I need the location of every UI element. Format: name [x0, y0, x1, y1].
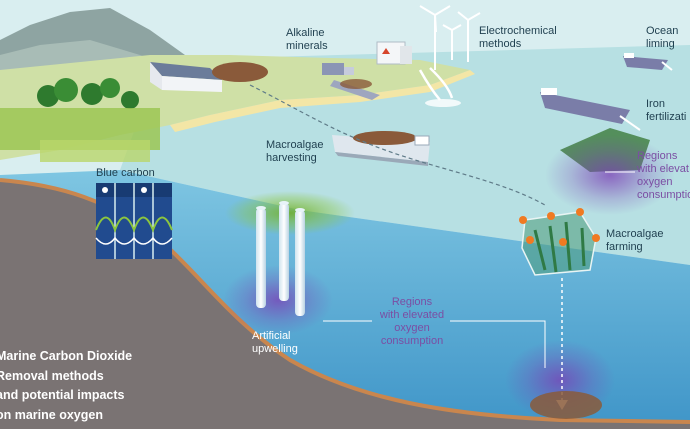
seafloor: [0, 180, 690, 429]
algae-farm-cage: [519, 208, 600, 276]
harvesting-boat: [332, 131, 430, 166]
label-macroalgae-farming: Macroalgae farming: [606, 228, 664, 253]
sun-icon: [141, 187, 147, 193]
label-regions-right: Regions with elevat oxygen consumptio: [637, 150, 690, 201]
leader-lines: [323, 171, 635, 368]
blue-carbon-panels: [95, 183, 173, 259]
label-blue-carbon: Blue carbon: [96, 167, 155, 179]
upwelling-tubes: [256, 201, 305, 316]
transport-path: [249, 84, 546, 206]
label-regions-center: Regions with elevated oxygen consumption: [379, 296, 445, 347]
label-artificial-upwelling: Artificial upwelling: [252, 330, 298, 355]
algal-bloom: [225, 191, 355, 235]
label-ocean-liming: Ocean liming: [646, 25, 679, 50]
iron-ship: [540, 88, 641, 131]
discharge-pipes: [418, 67, 454, 101]
beach: [170, 70, 475, 132]
mineral-truck: [322, 63, 380, 100]
label-macroalgae-harvesting: Macroalgae harvesting: [266, 139, 324, 164]
hypoxia-region-iron: [545, 135, 675, 215]
liming-ship: [623, 53, 673, 71]
label-iron-fertilization: Iron fertilizati: [646, 98, 687, 123]
label-alkaline-minerals: Alkaline minerals: [286, 27, 328, 52]
diagram-title: Marine Carbon Dioxide Removal methods an…: [0, 349, 133, 422]
processing-plant: [150, 62, 268, 92]
wind-turbines: [419, 5, 481, 70]
electrochemical-plant: [376, 41, 412, 65]
label-electrochemical-methods: Electrochemical methods: [479, 25, 557, 50]
sun-icon: [102, 187, 108, 193]
hypoxia-region-upwelling: [223, 265, 333, 335]
sunken-algae: [530, 391, 602, 419]
mangrove-trees: [0, 78, 160, 162]
